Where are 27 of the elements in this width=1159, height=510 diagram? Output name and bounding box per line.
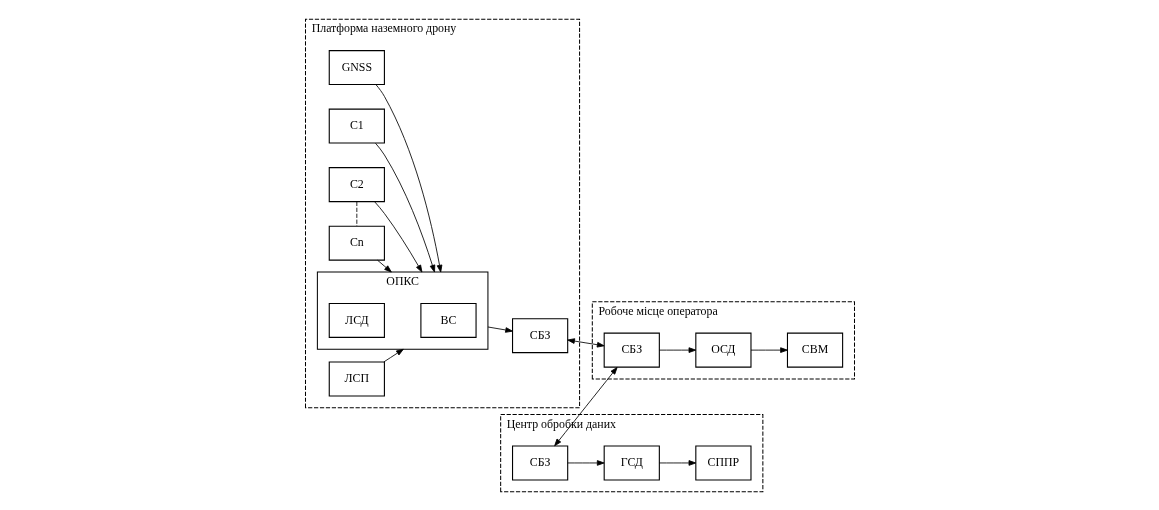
arrow (487, 326, 513, 333)
node-box: GNSS (328, 49, 385, 85)
arrow (658, 346, 696, 353)
arrow (375, 83, 442, 272)
arrow (553, 366, 618, 446)
node-box: СВМ (786, 332, 843, 368)
arrow (374, 142, 435, 272)
arrow (566, 459, 605, 466)
node-box: СППР (694, 444, 752, 480)
arrow (566, 337, 605, 347)
node-box: ЛСД (328, 302, 385, 338)
node-box: СБЗ (603, 332, 660, 368)
node-box: ЛСП (328, 360, 385, 396)
node-box: ВС (419, 302, 477, 338)
node-box: ГСД (603, 444, 660, 480)
connector (355, 200, 357, 226)
node-box: C1 (328, 108, 385, 144)
arrow (383, 348, 404, 362)
arrow (373, 200, 422, 272)
node-box: Cn (328, 225, 385, 261)
arrow (658, 459, 696, 466)
node-box: СБЗ (511, 317, 568, 353)
node-box: ОСД (694, 332, 752, 368)
node-box: СБЗ (511, 444, 568, 480)
arrow (750, 346, 788, 353)
arrow (376, 259, 392, 272)
node-box: C2 (328, 166, 385, 202)
